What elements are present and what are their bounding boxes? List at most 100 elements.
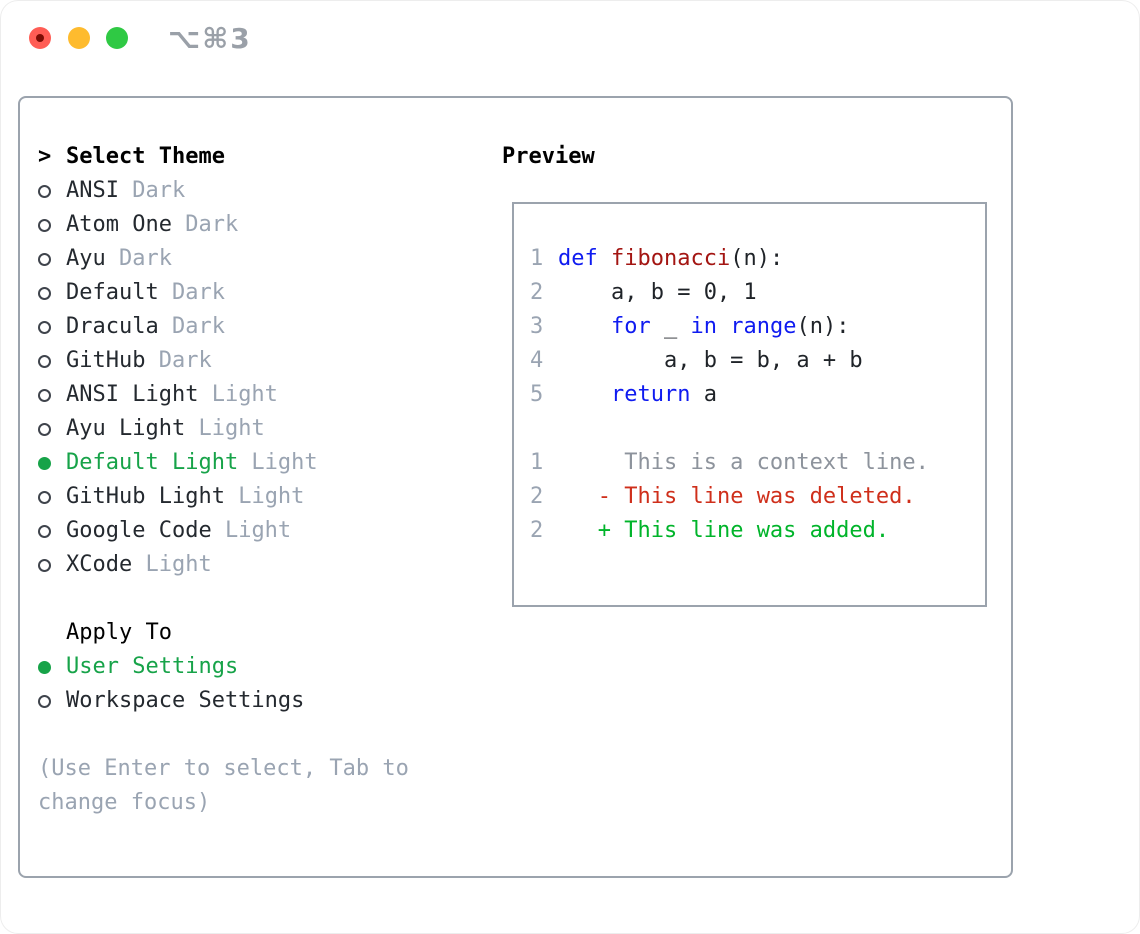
radio-selected-icon: [38, 660, 51, 674]
preview-line: 2 a, b = 0, 1: [530, 276, 969, 310]
line-content: - This line was deleted.: [558, 480, 916, 514]
radio-cell: [38, 694, 66, 708]
apply-to-title: Apply To: [66, 620, 172, 645]
radio-icon: [38, 558, 51, 572]
theme-name: Dracula: [66, 314, 159, 339]
code-segment-kw: return: [610, 382, 691, 407]
radio-icon: [38, 286, 51, 300]
theme-option[interactable]: Default Light Light: [38, 446, 409, 480]
theme-option[interactable]: Ayu Dark: [38, 242, 409, 276]
theme-name: Atom One: [66, 212, 172, 237]
line-content: for _ in range(n):: [558, 310, 849, 344]
line-number: 2: [530, 518, 544, 543]
radio-cell: [38, 218, 66, 232]
code-segment-plain: [558, 484, 598, 509]
code-segment-kw: for: [610, 314, 651, 339]
radio-cell: [38, 524, 66, 538]
theme-name: ANSI: [66, 178, 119, 203]
code-segment-kw: def: [558, 246, 598, 271]
minimize-button[interactable]: [68, 27, 90, 49]
cursor-caret-icon: >: [38, 144, 52, 169]
hint-line: change focus): [38, 790, 211, 815]
radio-cell: [38, 490, 66, 504]
theme-option[interactable]: Default Dark: [38, 276, 409, 310]
apply-option-label: User Settings: [66, 654, 239, 679]
radio-selected-icon: [38, 456, 51, 470]
theme-variant: Light: [224, 484, 305, 509]
theme-name: ANSI Light: [66, 382, 199, 407]
theme-name: Google Code: [66, 518, 212, 543]
theme-option[interactable]: ANSI Dark: [38, 174, 409, 208]
radio-cell: [38, 252, 66, 266]
theme-variant: Dark: [118, 178, 186, 203]
radio-icon: [38, 524, 51, 538]
radio-cell: [38, 354, 66, 368]
line-number: 5: [530, 382, 544, 407]
radio-icon: [38, 184, 51, 198]
radio-icon: [38, 218, 51, 232]
code-segment-plain: _: [650, 314, 691, 339]
theme-name: GitHub Light: [66, 484, 225, 509]
theme-option[interactable]: Google Code Light: [38, 514, 409, 548]
code-segment-kw: range: [730, 314, 797, 339]
theme-option[interactable]: ANSI Light Light: [38, 378, 409, 412]
theme-variant: Light: [185, 416, 265, 441]
radio-cell: [38, 558, 66, 572]
theme-name: GitHub: [66, 348, 146, 373]
hint-line: (Use Enter to select, Tab to: [38, 756, 409, 781]
theme-option[interactable]: GitHub Dark: [38, 344, 409, 378]
theme-variant: Light: [211, 518, 292, 543]
theme-name: Default Light: [66, 450, 239, 475]
theme-option[interactable]: GitHub Light Light: [38, 480, 409, 514]
code-segment-plain: a, b = b, a + b: [558, 348, 863, 373]
code-segment-plain: (n):: [796, 314, 850, 339]
theme-variant: Dark: [158, 314, 225, 339]
keyboard-hint: (Use Enter to select, Tab to change focu…: [38, 752, 409, 820]
radio-icon: [38, 388, 51, 402]
theme-variant: Light: [132, 552, 212, 577]
line-content: a, b = 0, 1: [558, 276, 757, 310]
close-button[interactable]: [29, 27, 51, 49]
theme-option[interactable]: Dracula Dark: [38, 310, 409, 344]
code-segment-plain: a: [690, 382, 717, 407]
line-number: 2: [530, 280, 544, 305]
apply-to-header: Apply To: [38, 616, 409, 650]
theme-variant: Dark: [105, 246, 172, 271]
theme-variant: Dark: [158, 280, 225, 305]
theme-variant: Dark: [171, 212, 239, 237]
code-segment-del: - This line was deleted.: [597, 484, 916, 509]
apply-option[interactable]: User Settings: [38, 650, 409, 684]
code-segment-plain: [558, 382, 611, 407]
code-segment-add: + This line was added.: [597, 518, 890, 543]
preview-line: [530, 412, 969, 446]
close-dot-icon: [36, 34, 44, 42]
radio-icon: [38, 354, 51, 368]
apply-option[interactable]: Workspace Settings: [38, 684, 409, 718]
radio-cell: [38, 320, 66, 334]
code-segment-plain: a, b = 0, 1: [558, 280, 757, 305]
theme-option[interactable]: XCode Light: [38, 548, 409, 582]
theme-option[interactable]: Atom One Dark: [38, 208, 409, 242]
radio-icon: [38, 320, 51, 334]
maximize-button[interactable]: [106, 27, 128, 49]
code-segment-plain: [558, 518, 598, 543]
line-number: 1: [530, 450, 544, 475]
code-segment-fn: fibonacci: [611, 246, 731, 271]
code-segment-plain: [598, 246, 611, 271]
radio-cell: [38, 388, 66, 402]
theme-variant: Dark: [145, 348, 212, 373]
theme-name: Default: [66, 280, 159, 305]
line-content: This is a context line.: [558, 446, 929, 480]
window-title: ⌥⌘3: [168, 22, 252, 55]
line-number: 3: [530, 314, 544, 339]
theme-option[interactable]: Ayu Light Light: [38, 412, 409, 446]
code-segment-ctx: This is a context line.: [558, 450, 929, 475]
theme-variant: Light: [198, 382, 278, 407]
line-number: 2: [530, 484, 544, 509]
preview-line: 3 for _ in range(n):: [530, 310, 969, 344]
